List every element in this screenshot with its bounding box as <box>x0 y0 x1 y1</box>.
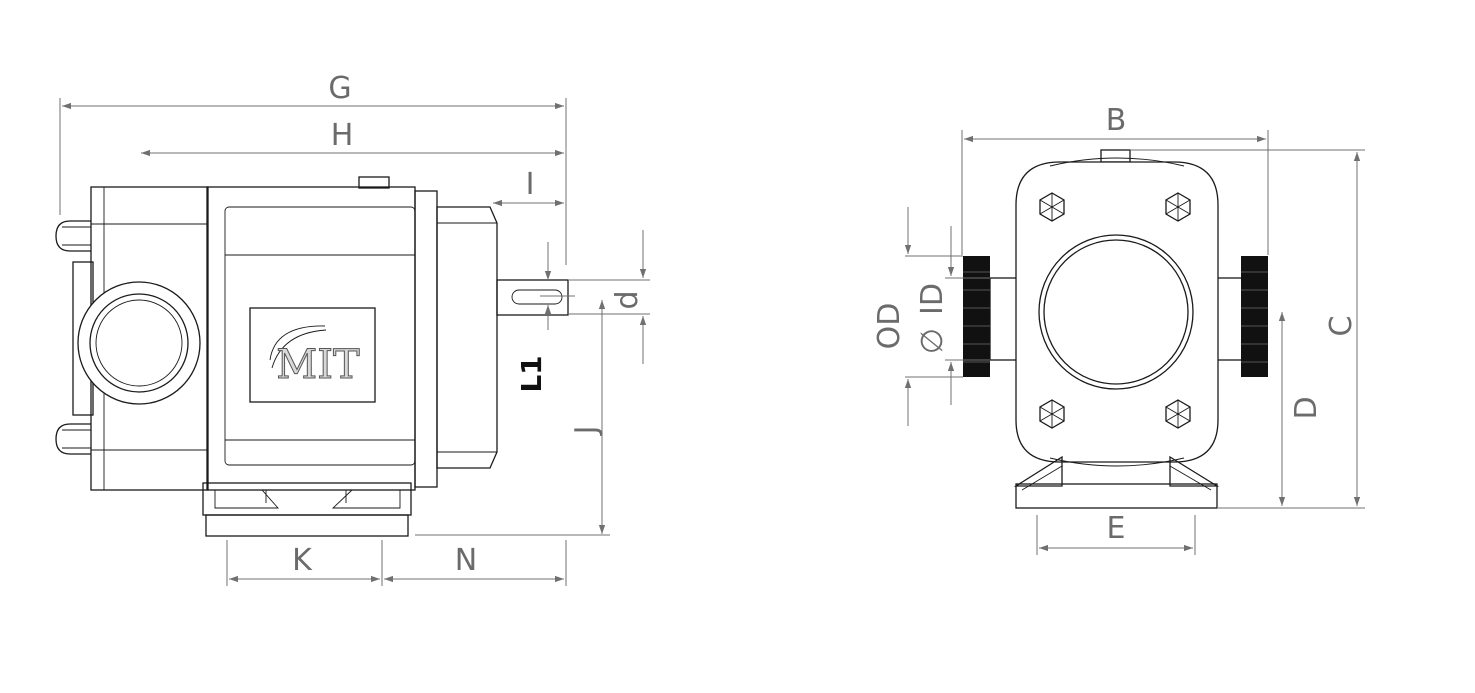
label-L1: L1 <box>515 355 548 392</box>
rear-flange <box>414 190 438 488</box>
label-D: D <box>1289 396 1324 419</box>
front-view: B C D E OD ID ∅ <box>872 103 1365 555</box>
bolt-bottom <box>55 423 91 455</box>
label-d: d <box>610 290 645 309</box>
port-inner <box>89 293 189 393</box>
top-plug <box>358 176 390 189</box>
shaft-key <box>511 289 563 305</box>
label-N: N <box>455 543 477 578</box>
hex-bolt-bottom-right <box>1165 399 1191 429</box>
nameplate <box>249 307 376 403</box>
pump-body <box>206 186 416 491</box>
hex-bolt-top-left <box>1039 192 1065 222</box>
left-thread <box>963 256 990 377</box>
label-C: C <box>1324 316 1359 337</box>
base-upper <box>202 482 412 516</box>
logo-text: MIT <box>276 342 360 388</box>
front-body <box>1015 161 1219 463</box>
label-B: B <box>1106 103 1127 138</box>
front-top-plug <box>1100 149 1131 163</box>
bolt-top <box>55 220 91 252</box>
base-lower <box>205 514 409 537</box>
foot-right <box>1169 455 1220 487</box>
hex-bolt-bottom-left <box>1039 399 1065 429</box>
label-E: E <box>1107 511 1126 546</box>
label-ID: ID <box>915 283 950 315</box>
label-K: K <box>292 543 313 578</box>
bearing-housing <box>436 206 498 469</box>
hex-bolt-top-right <box>1165 192 1191 222</box>
label-J: J <box>569 426 604 437</box>
front-port-inner <box>1043 239 1189 385</box>
diameter-symbol: ∅ <box>915 328 950 354</box>
right-pipe <box>1215 277 1245 361</box>
label-H: H <box>331 118 354 153</box>
foot-left <box>1013 455 1063 487</box>
label-OD: OD <box>872 303 907 350</box>
label-G: G <box>328 71 351 106</box>
side-view: MIT G H I d <box>55 71 650 586</box>
label-I: I <box>526 167 535 202</box>
drive-shaft <box>496 279 569 316</box>
front-port-outer <box>1038 234 1194 390</box>
right-thread <box>1241 256 1268 377</box>
front-base <box>1015 483 1218 509</box>
left-pipe <box>989 277 1019 361</box>
